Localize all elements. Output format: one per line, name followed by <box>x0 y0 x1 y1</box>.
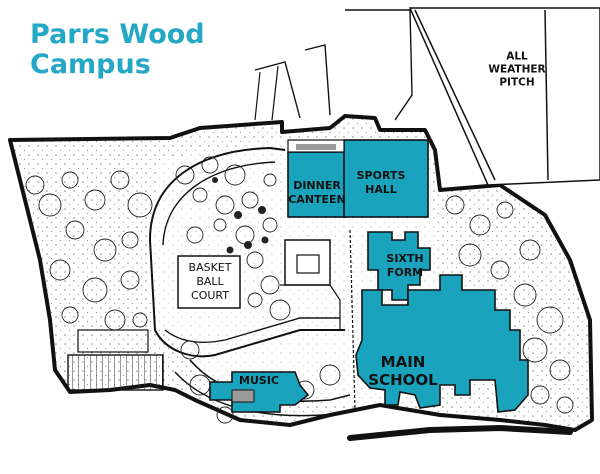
sixth-form-label: SIXTH FORM <box>386 252 424 279</box>
basketball-court-label: BASKET BALL COURT <box>188 261 232 303</box>
map-title-line-2: Campus <box>30 49 151 80</box>
main-school-building <box>355 274 529 413</box>
map-title-line-1: Parrs Wood <box>30 19 205 50</box>
sports-hall-building <box>343 139 429 218</box>
music-label: MUSIC <box>239 374 279 387</box>
buildings <box>209 139 529 413</box>
sports-hall-label: SPORTS HALL <box>356 169 406 196</box>
main-school-label: MAIN SCHOOL <box>368 353 438 389</box>
dinner-canteen-label: DINNER CANTEEN <box>288 179 346 206</box>
all-weather-pitch-label: ALL WEATHER PITCH <box>488 50 546 89</box>
all-weather-pitch-outline <box>408 7 600 186</box>
